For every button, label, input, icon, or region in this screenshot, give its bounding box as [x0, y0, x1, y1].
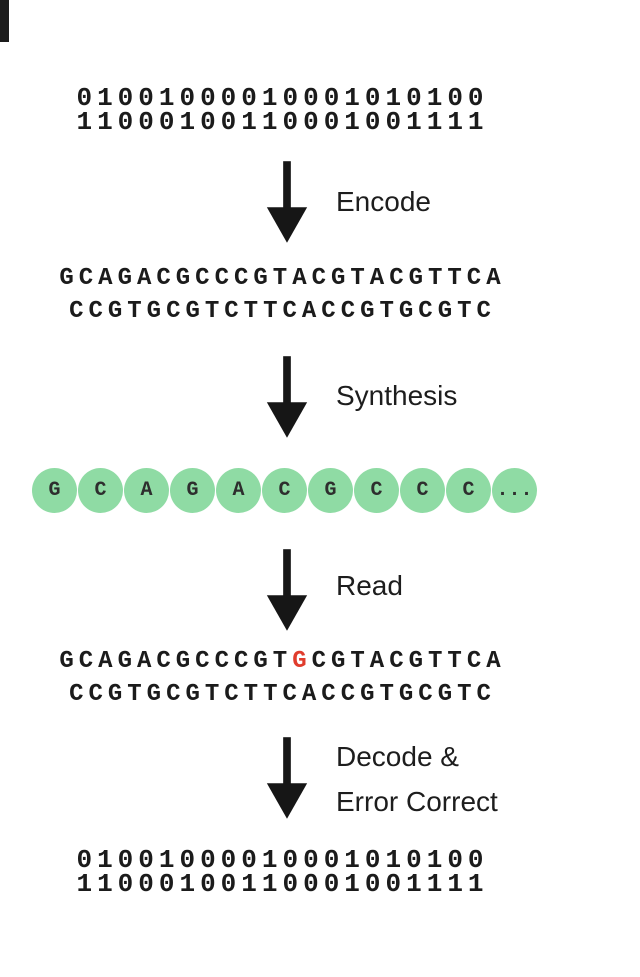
decode-label-line2: Error Correct: [336, 786, 498, 817]
decode-label: Decode & Error Correct: [336, 734, 498, 824]
dna-read-line1-suffix: CGTACGTTCA: [311, 648, 506, 675]
dna-read-error-base: G: [292, 648, 312, 675]
synthesized-strand: G C A G A C G C C C ...: [32, 468, 537, 513]
binary-input-line2: 11000100110001001111: [76, 107, 489, 137]
synthesis-down-arrow-icon: [266, 356, 308, 438]
encode-down-arrow-icon: [266, 161, 308, 243]
base-circle: G: [308, 468, 353, 513]
dna-encoded-line1: GCAGACGCCCGTACGTACGTTCA: [59, 265, 506, 292]
base-circle: C: [78, 468, 123, 513]
base-circle: A: [216, 468, 261, 513]
base-circle: C: [262, 468, 307, 513]
screen-corner-artifact: [0, 0, 9, 42]
dna-encoded-line2: CCGTGCGTCTTCACCGTGCGTC: [69, 298, 496, 325]
dna-read-block: GCAGACGCCCGTGCGTACGTTCA CCGTGCGTCTTCACCG…: [10, 645, 555, 711]
base-circle: C: [354, 468, 399, 513]
dna-encoded-block: GCAGACGCCCGTACGTACGTTCA CCGTGCGTCTTCACCG…: [10, 262, 555, 328]
base-circle: G: [32, 468, 77, 513]
binary-input-block: 01001000010001010100 1100010011000100111…: [10, 83, 555, 137]
decode-label-line1: Decode &: [336, 741, 459, 772]
base-circle: C: [446, 468, 491, 513]
binary-output-line2: 11000100110001001111: [76, 869, 489, 899]
base-circle: G: [170, 468, 215, 513]
binary-input-line1: 01001000010001010100: [76, 83, 489, 113]
base-circle: C: [400, 468, 445, 513]
synthesis-label: Synthesis: [336, 380, 458, 411]
encode-label: Encode: [336, 186, 431, 217]
read-label: Read: [336, 570, 403, 601]
dna-read-line2: CCGTGCGTCTTCACCGTGCGTC: [69, 681, 496, 708]
binary-output-block: 01001000010001010100 1100010011000100111…: [10, 845, 555, 899]
decode-down-arrow-icon: [266, 737, 308, 819]
dna-read-line1: GCAGACGCCCGTGCGTACGTTCA: [10, 645, 555, 678]
binary-output-line1: 01001000010001010100: [76, 845, 489, 875]
dna-read-line1-prefix: GCAGACGCCCGT: [59, 648, 293, 675]
base-circle: A: [124, 468, 169, 513]
base-circle-ellipsis: ...: [492, 468, 537, 513]
read-down-arrow-icon: [266, 549, 308, 631]
